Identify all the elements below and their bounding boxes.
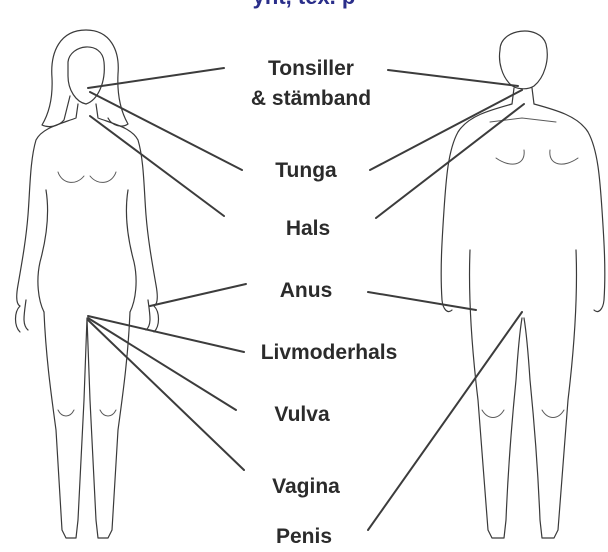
male-knees: [482, 410, 564, 418]
label-livmoderhals: Livmoderhals: [244, 338, 414, 368]
male-figure: [441, 31, 605, 538]
male-chest: [490, 118, 578, 164]
female-legs: [44, 312, 130, 538]
label-vulva: Vulva: [242, 400, 362, 430]
label-tunga: Tunga: [246, 156, 366, 186]
label-tonsiller: Tonsiller & stämband: [228, 54, 394, 114]
line-vulva: [88, 318, 236, 410]
line-anus-female: [150, 284, 246, 306]
line-livmoderhals: [88, 316, 244, 352]
line-hals-female: [90, 116, 224, 216]
line-tunga-female: [90, 92, 242, 170]
label-penis: Penis: [244, 522, 364, 552]
female-hips: [38, 190, 136, 312]
female-chest: [58, 172, 116, 182]
line-tonsiller-female: [88, 68, 224, 88]
female-hair: [42, 30, 128, 127]
male-head: [499, 31, 547, 89]
line-tonsiller-male: [388, 70, 518, 86]
male-legs: [469, 250, 576, 538]
female-figure: [16, 30, 159, 538]
label-hals: Hals: [248, 214, 368, 244]
label-anus: Anus: [246, 276, 366, 306]
line-vagina: [88, 320, 244, 470]
male-torso: [441, 88, 605, 312]
label-vagina: Vagina: [246, 472, 366, 502]
female-knees: [58, 410, 116, 416]
line-anus-male: [368, 292, 476, 310]
